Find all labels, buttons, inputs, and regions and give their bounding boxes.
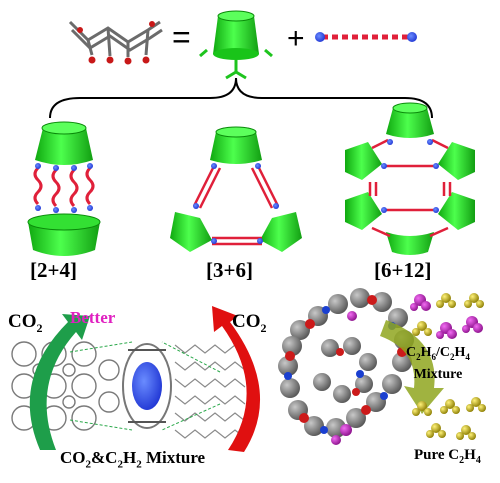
co2-c2h2-mixture-label: CO2&C2H2 Mixture (60, 448, 206, 471)
calixarene-molecule (68, 20, 163, 65)
cage-label-2-4: [2+4] (30, 258, 77, 282)
magnifier-lines (69, 341, 221, 431)
cage-6-12 (345, 102, 475, 255)
equals-sign: = (172, 19, 191, 55)
brace (49, 77, 433, 119)
cage-label-6-12: [6+12] (374, 258, 432, 282)
right-framework-pattern (174, 344, 246, 439)
gas-mixture-molecules (410, 293, 484, 339)
cage-3-6 (170, 126, 302, 252)
green-arrow (29, 314, 90, 450)
pure-c2h4-label: Pure C2H4 (414, 447, 481, 466)
red-arrow (212, 306, 261, 452)
porous-framework (278, 288, 414, 445)
left-framework-pattern (11, 341, 120, 431)
better-label: Better (70, 308, 116, 327)
plus-sign: + (287, 22, 305, 55)
co2-label-right: CO2 (232, 311, 267, 335)
cage-label-3-6: [3+6] (206, 258, 253, 282)
pure-ethylene-molecules (412, 397, 486, 440)
olive-arrow (380, 320, 444, 414)
cone-building-block (199, 10, 273, 80)
cage-2-4 (27, 121, 101, 256)
central-cage-with-guest (122, 343, 172, 429)
co2-label-left: CO2 (8, 311, 43, 335)
linker-molecule (315, 32, 417, 42)
